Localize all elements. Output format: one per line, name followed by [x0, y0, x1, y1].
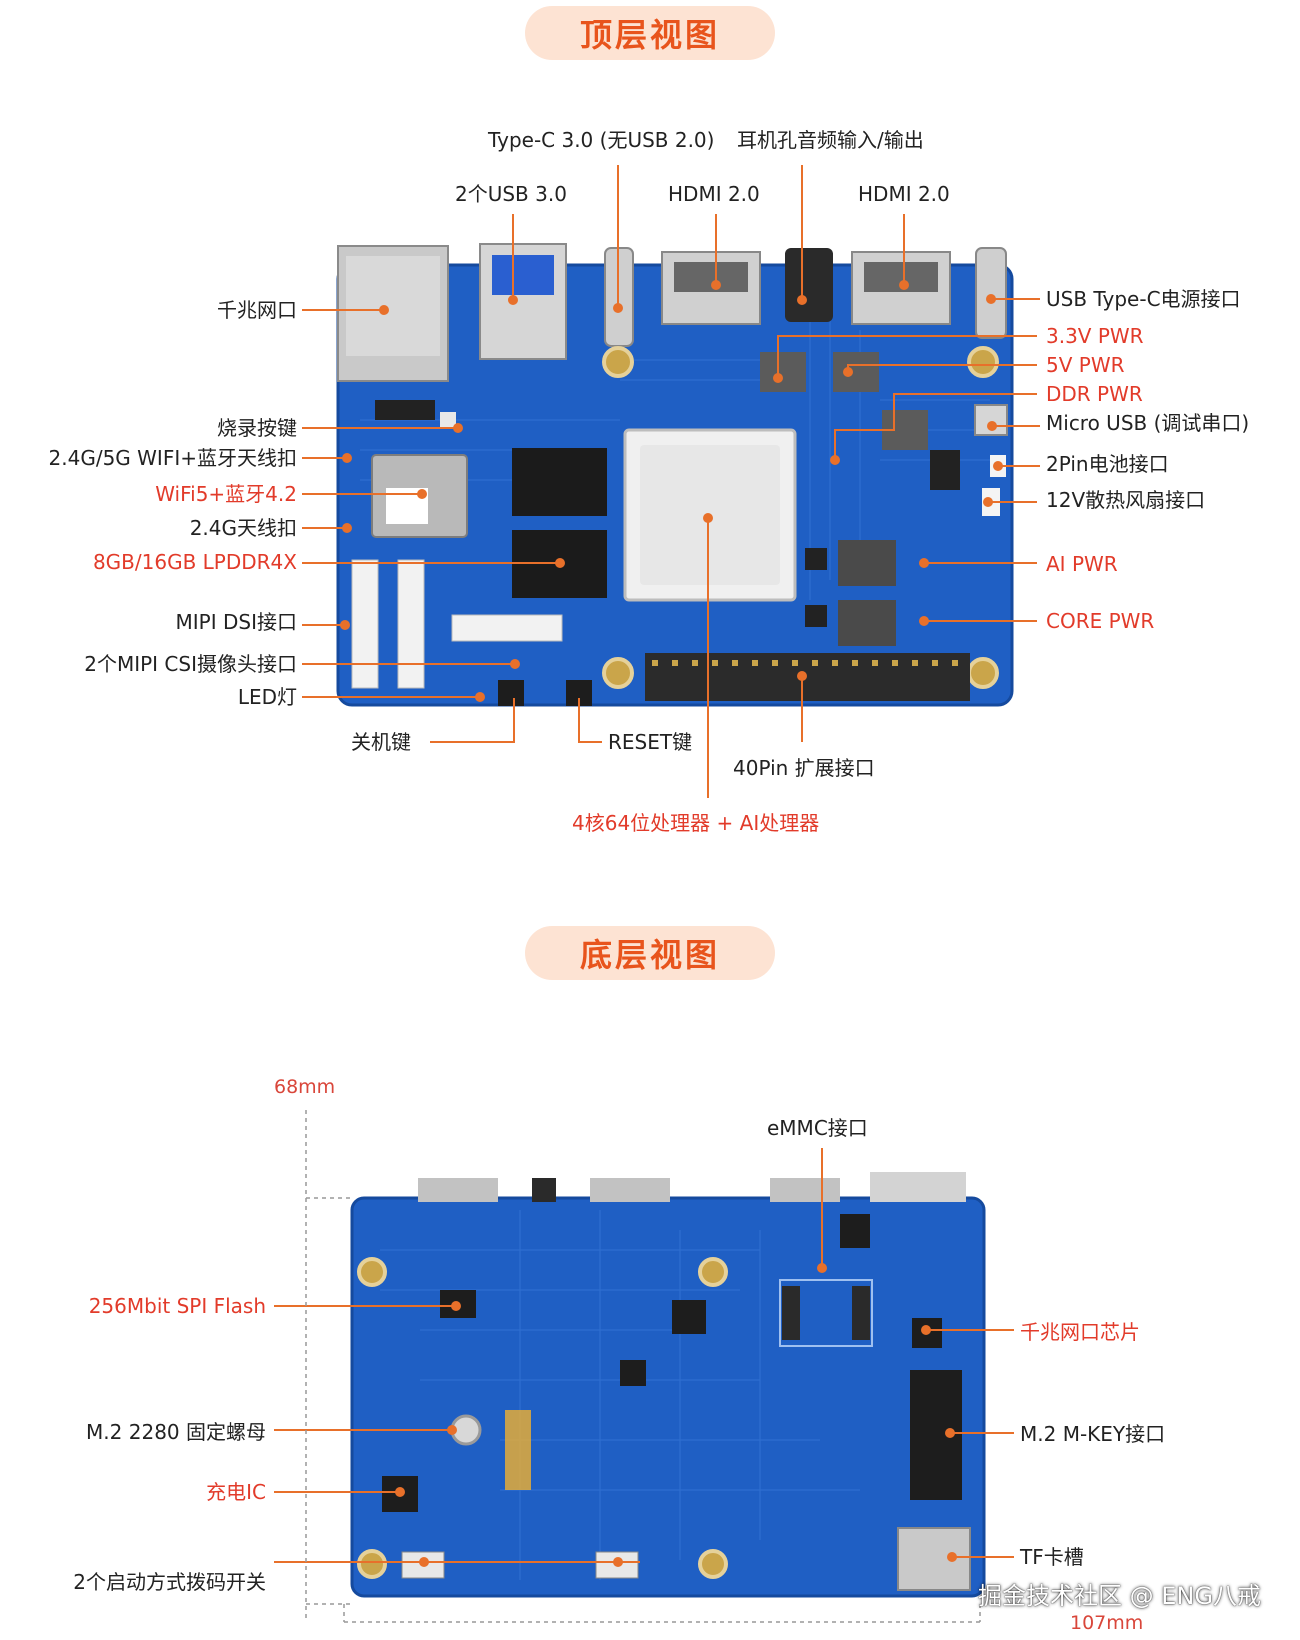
label-wifi-module: WiFi5+蓝牙4.2	[155, 482, 297, 506]
label-led: LED灯	[237, 685, 297, 709]
bottom-leader-lines	[274, 1148, 1014, 1563]
label-typec-power: USB Type-C电源接口	[1046, 287, 1241, 311]
label-ai-pwr: AI PWR	[1046, 552, 1118, 576]
label-core-pwr: CORE PWR	[1046, 609, 1155, 633]
top-view-title: 顶层视图	[525, 6, 775, 60]
label-eth-chip: 千兆网口芯片	[1020, 1320, 1140, 1344]
label-hdmi-2: HDMI 2.0	[858, 182, 950, 206]
label-pwr33: 3.3V PWR	[1046, 324, 1144, 348]
power-typec-port	[975, 247, 1007, 339]
label-battery: 2Pin电池接口	[1046, 452, 1169, 476]
mipi-csi-connector-2	[451, 614, 563, 642]
label-mipi-csi: 2个MIPI CSI摄像头接口	[84, 652, 297, 676]
label-fan: 12V散热风扇接口	[1046, 488, 1206, 512]
label-cpu: 4核64位处理器 + AI处理器	[572, 811, 820, 835]
top-board	[336, 243, 1014, 707]
inductor-5v	[833, 352, 879, 392]
dimension-width: 107mm	[1070, 1612, 1144, 1634]
bottom-board	[350, 1172, 986, 1598]
label-typec30: Type-C 3.0 (无USB 2.0)	[488, 128, 715, 152]
dimension-lines	[305, 1110, 981, 1623]
label-wifi-antenna: 2.4G/5G WIFI+蓝牙天线扣	[48, 446, 297, 470]
bottom-leader-dots	[395, 1263, 957, 1567]
label-pwr5: 5V PWR	[1046, 353, 1125, 377]
bottom-view-title: 底层视图	[525, 926, 775, 980]
top-leader-lines	[302, 165, 1040, 798]
label-micro-usb: Micro USB (调试串口)	[1046, 411, 1250, 435]
power-button	[498, 680, 524, 706]
lpddr-chip-1	[512, 448, 607, 516]
watermark: 掘金技术社区 @ ENG八戒	[978, 1582, 1261, 1610]
label-lpddr: 8GB/16GB LPDDR4X	[92, 550, 297, 574]
dimension-height: 68mm	[274, 1076, 336, 1098]
label-reset-key: RESET键	[608, 730, 693, 754]
label-power-key: 关机键	[351, 730, 411, 754]
label-emmc: eMMC接口	[767, 1116, 868, 1140]
emmc-footprint	[779, 1279, 873, 1347]
label-tf-slot: TF卡槽	[1020, 1545, 1084, 1569]
label-boot-switch: 2个启动方式拨码开关	[73, 1570, 266, 1594]
label-ethernet: 千兆网口	[217, 298, 297, 322]
label-usb30: 2个USB 3.0	[455, 182, 567, 206]
inductor-ai	[838, 540, 896, 586]
inductor-33	[760, 352, 806, 392]
inductor-core	[838, 600, 896, 646]
label-spi-flash: 256Mbit SPI Flash	[88, 1294, 266, 1318]
mipi-dsi-connector	[351, 559, 379, 689]
label-gpio40: 40Pin 扩展接口	[733, 756, 875, 780]
mipi-csi-connector-1	[397, 559, 425, 689]
label-mipi-dsi: MIPI DSI接口	[175, 610, 297, 634]
audio-jack	[785, 248, 833, 322]
label-audio: 耳机孔音频输入/输出	[737, 128, 924, 152]
top-leader-dots	[340, 280, 1003, 702]
label-burn-key: 烧录按键	[217, 416, 297, 440]
label-m2-nut: M.2 2280 固定螺母	[86, 1420, 266, 1444]
label-m2-mkey: M.2 M-KEY接口	[1020, 1422, 1166, 1446]
label-charge-ic: 充电IC	[206, 1480, 266, 1504]
tf-slot	[897, 1527, 971, 1591]
label-antenna24: 2.4G天线扣	[189, 516, 297, 540]
label-hdmi-1: HDMI 2.0	[668, 182, 760, 206]
label-ddr-pwr: DDR PWR	[1046, 382, 1143, 406]
